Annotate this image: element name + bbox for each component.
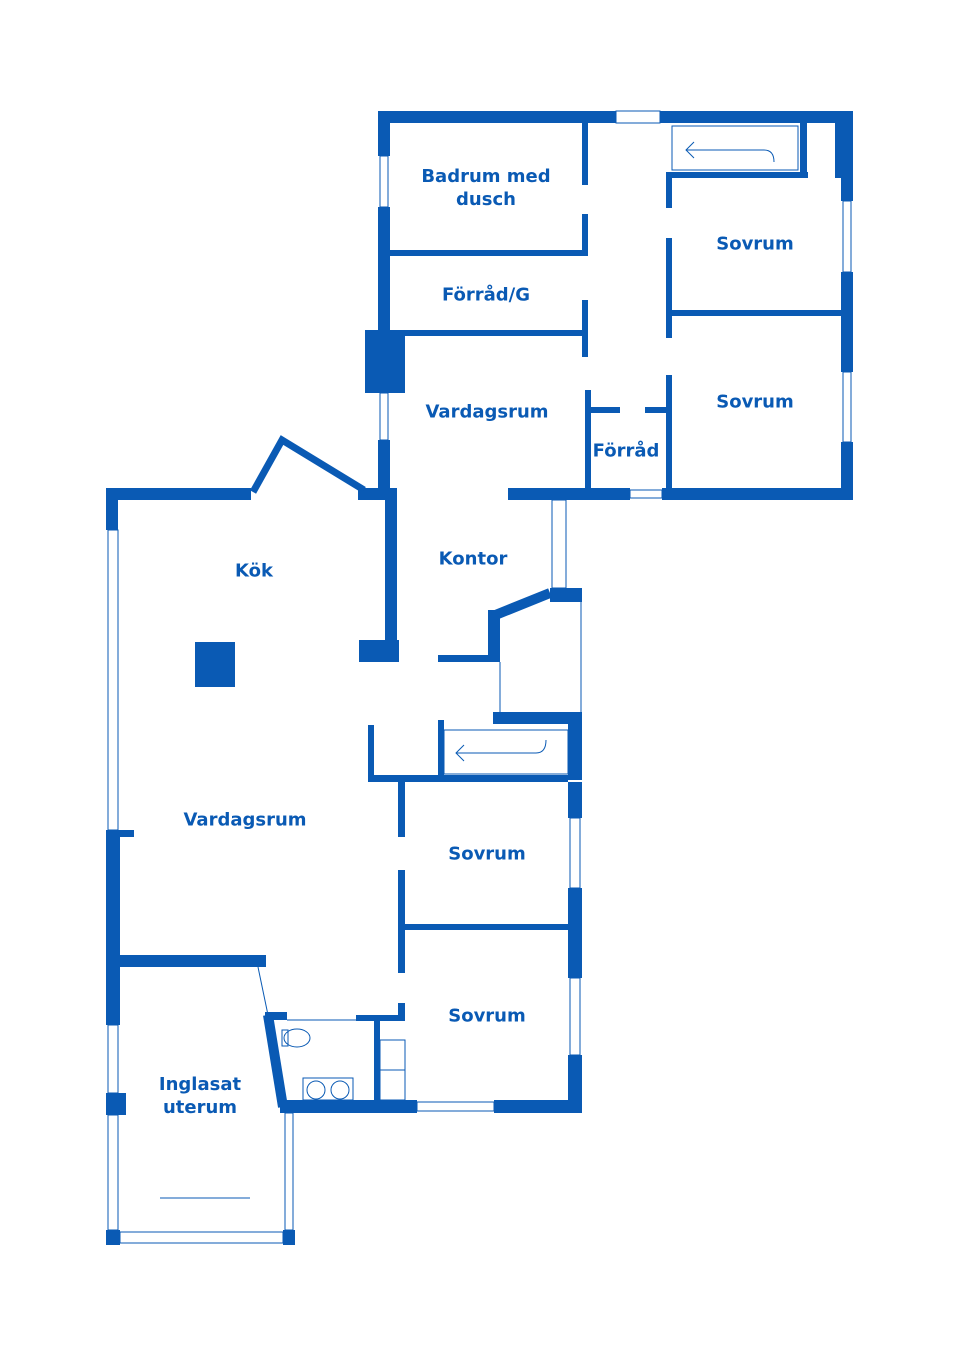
windows	[107, 110, 852, 1244]
room-label-vardagsrum-upper: Vardagsrum	[425, 401, 549, 423]
room-label-kok: Kök	[235, 560, 273, 582]
room-label-vardagsrum-main: Vardagsrum	[183, 809, 307, 831]
stair-arrow-icon	[443, 729, 569, 775]
room-label-badrum: Badrum med dusch	[421, 166, 551, 210]
room-label-sovrum-4: Sovrum	[448, 1005, 526, 1027]
room-label-uterum: Inglasat uterum	[158, 1074, 242, 1118]
sink-icon	[302, 1077, 354, 1101]
walls	[106, 111, 853, 1245]
toilet-icon	[281, 1028, 311, 1048]
room-label-sovrum-1: Sovrum	[716, 233, 794, 255]
room-label-sovrum-2: Sovrum	[716, 391, 794, 413]
stair-arrow-icon	[671, 125, 799, 171]
room-label-kontor: Kontor	[438, 548, 508, 570]
angled-walls	[249, 435, 552, 1108]
room-label-forrad: Förråd	[592, 440, 660, 462]
room-label-forrad-g: Förråd/G	[441, 284, 531, 306]
thin-lines	[160, 602, 582, 1199]
room-label-sovrum-3: Sovrum	[448, 843, 526, 865]
